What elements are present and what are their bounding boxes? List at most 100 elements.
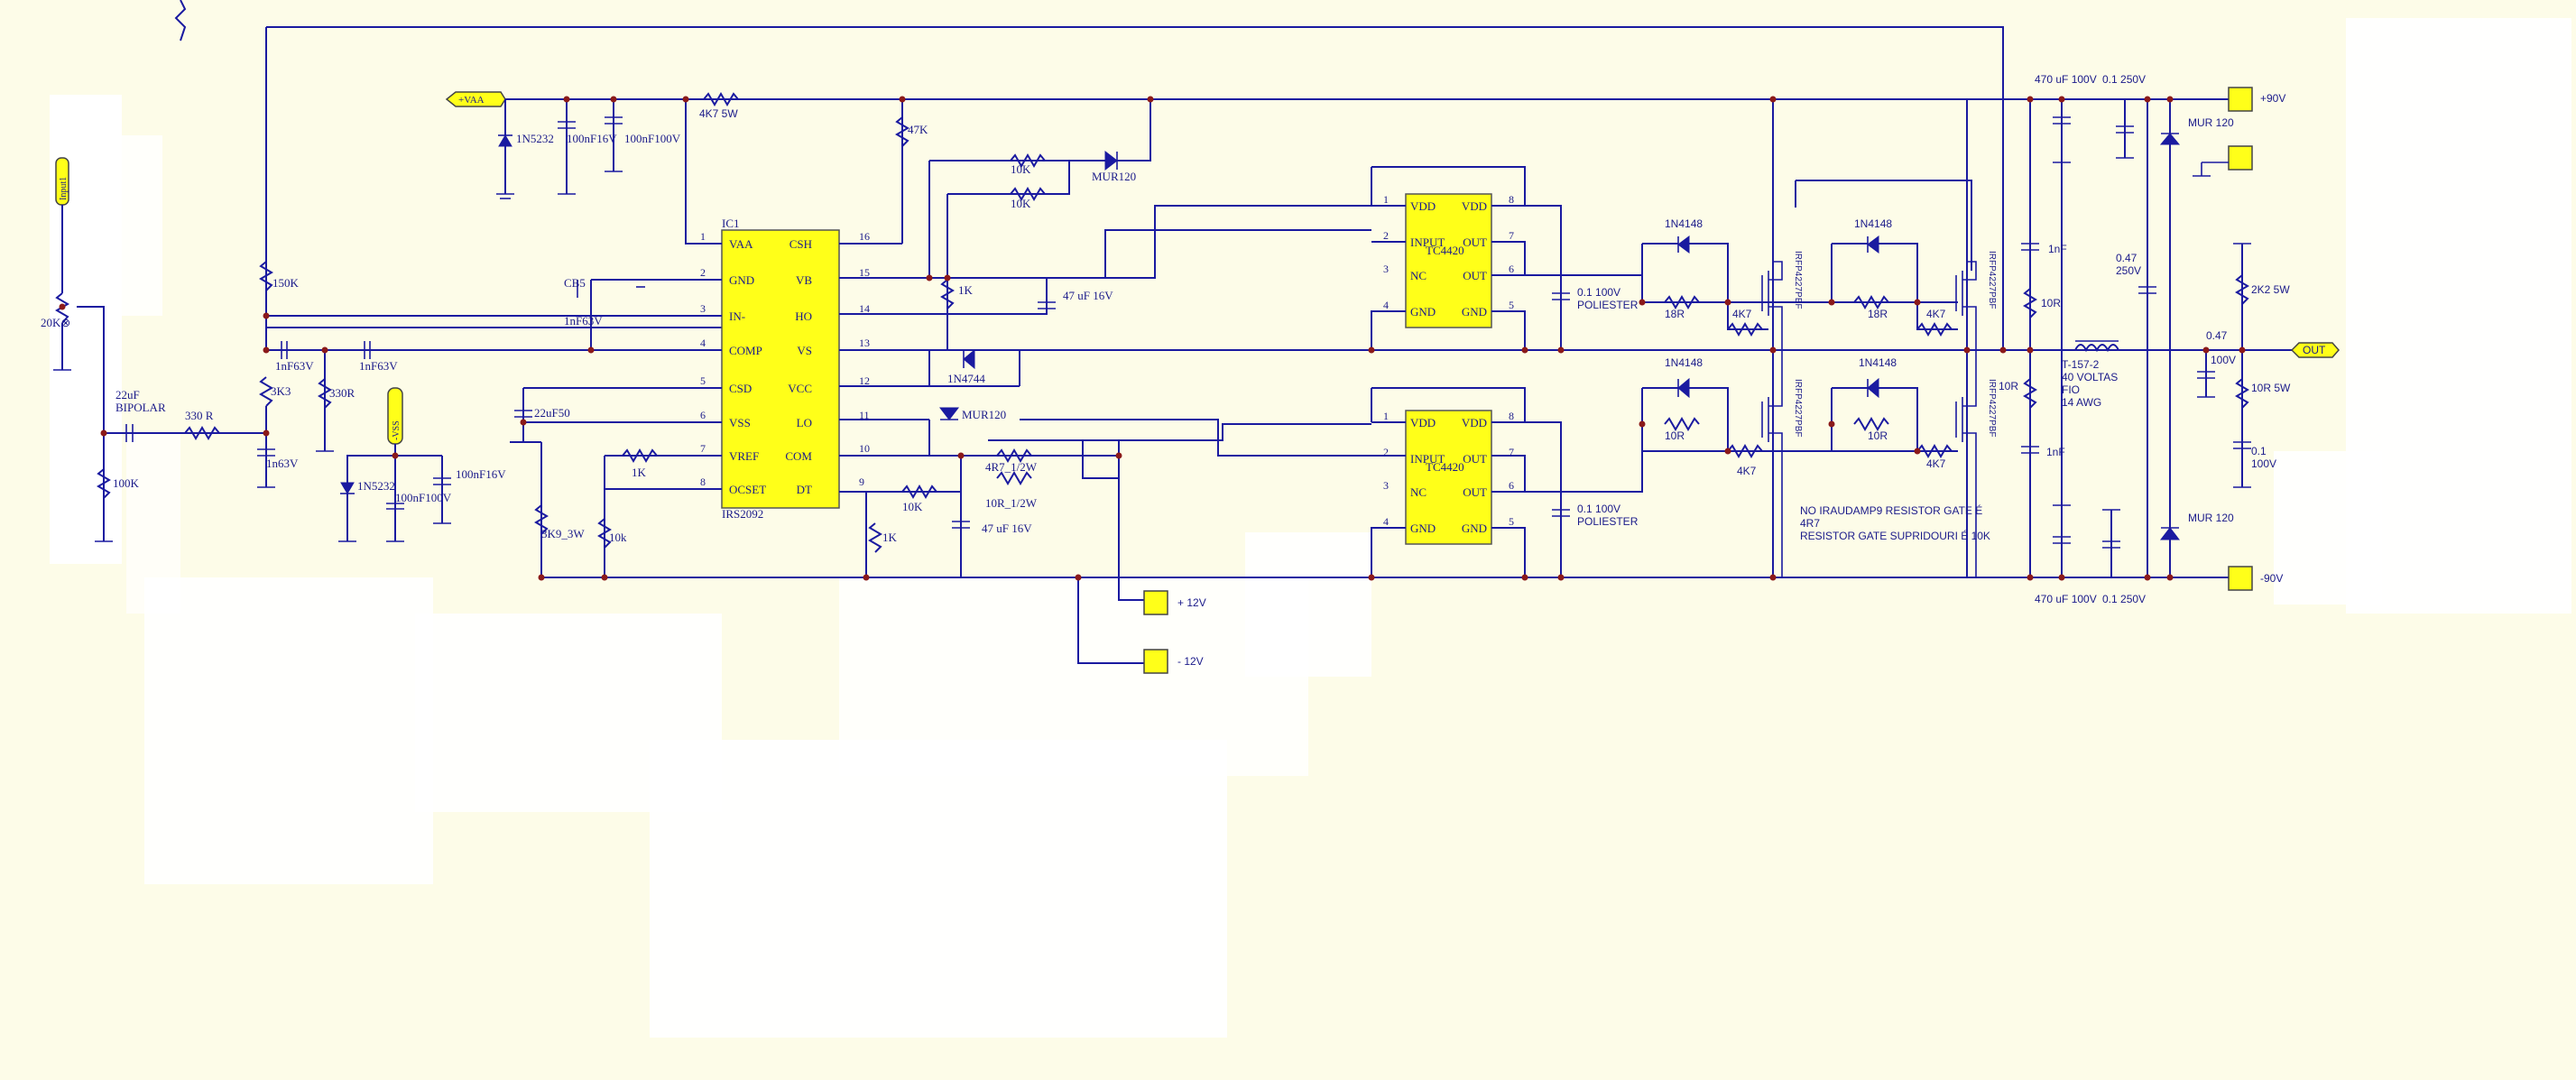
ic1-pin-name: COM: [785, 449, 812, 463]
junction-dot: [2027, 574, 2034, 581]
svg-text:100nF16V: 100nF16V: [456, 467, 506, 481]
svg-text:MUR120: MUR120: [962, 408, 1006, 421]
junction-dot: [2166, 96, 2174, 103]
junction-dot: [263, 346, 270, 354]
svg-text:10K: 10K: [1011, 197, 1031, 210]
svg-text:250V: 250V: [2116, 264, 2141, 277]
svg-text:4K7: 4K7: [1732, 308, 1752, 320]
svg-text:OUT: OUT: [2303, 344, 2326, 356]
driver-pin-right: OUT: [1463, 452, 1487, 466]
svg-text:TC4420: TC4420: [1426, 244, 1464, 257]
ic1-pin-num: 14: [859, 302, 870, 315]
svg-text:1N5232: 1N5232: [357, 479, 395, 493]
driver-pin-left: GND: [1410, 522, 1436, 535]
driver-pin-right: GND: [1462, 305, 1487, 318]
driver-pin-num: 5: [1509, 299, 1514, 311]
ic1-pin-name: LO: [797, 416, 812, 429]
ic1-left-wiring: [266, 99, 722, 490]
svg-text:MUR120: MUR120: [1092, 170, 1136, 183]
svg-text:-90V: -90V: [2260, 572, 2283, 585]
gate-networks: 1N4148 18R 4K7 1N4148 10R 4K7 1N4148 18R…: [1525, 217, 1958, 493]
driver-pin-left: NC: [1410, 485, 1426, 499]
ic1-pin-num: 9: [859, 475, 864, 488]
junction-dot: [1963, 346, 1971, 354]
junction-dot: [1639, 299, 1646, 306]
ic1-pin-num: 15: [859, 266, 870, 279]
driver-pin-num: 2: [1383, 229, 1389, 242]
driver-pin-left: GND: [1410, 305, 1436, 318]
ic1-pin-name: VREF: [729, 449, 759, 463]
svg-text:1K: 1K: [882, 531, 898, 544]
driver-pin-right: GND: [1462, 522, 1487, 535]
svg-text:MUR 120: MUR 120: [2188, 116, 2234, 129]
svg-text:10R 5W: 10R 5W: [2251, 382, 2291, 394]
svg-text:20K⊗: 20K⊗: [41, 316, 70, 329]
svg-text:Input1: Input1: [59, 177, 69, 200]
driver-pin-left: VDD: [1410, 199, 1436, 213]
svg-text:1nF63V: 1nF63V: [275, 359, 314, 373]
driver-pin-right: OUT: [1463, 485, 1487, 499]
svg-text:IC1: IC1: [722, 217, 740, 230]
driver-pin-num: 6: [1509, 479, 1514, 492]
junction-dot: [1828, 420, 1835, 428]
junction-dot: [100, 429, 107, 437]
junction-dot: [2058, 96, 2065, 103]
svg-text:100K: 100K: [113, 476, 140, 490]
svg-text:POLIESTER: POLIESTER: [1577, 299, 1639, 311]
ic1-pin-name: HO: [795, 309, 812, 323]
svg-text:1nF: 1nF: [2048, 243, 2067, 255]
svg-text:+ 12V: + 12V: [1177, 596, 1206, 609]
driver-pin-num: 3: [1383, 263, 1389, 275]
junction-dot: [1115, 452, 1122, 459]
junction-dot: [1075, 574, 1082, 581]
ic1-pin-num: 13: [859, 337, 870, 349]
svg-text:1N5232: 1N5232: [516, 132, 554, 145]
svg-text:4K7: 4K7: [1737, 465, 1757, 477]
svg-text:150K: 150K: [272, 276, 300, 290]
svg-text:22uF: 22uF: [115, 388, 140, 402]
driver-pin-left: INPUT: [1410, 452, 1445, 466]
svg-text:-VSS: -VSS: [392, 420, 402, 440]
svg-text:IRFP4227PBF: IRFP4227PBF: [1987, 251, 1997, 309]
ic1-right-components: 47K 10K 10K MUR120 1K 47 uF 16V 1N4744 M…: [868, 99, 1206, 674]
driver-pin-right: VDD: [1462, 416, 1487, 429]
svg-text:10K: 10K: [902, 500, 923, 513]
svg-text:POLIESTER: POLIESTER: [1577, 515, 1639, 528]
junction-dot: [1147, 96, 1154, 103]
junction-dot: [2027, 96, 2034, 103]
svg-text:3K3: 3K3: [271, 384, 291, 398]
ic1-right-wiring: [839, 99, 1371, 664]
svg-text:100nF100V: 100nF100V: [395, 491, 452, 504]
junction-dot: [1999, 346, 2007, 354]
driver-pin-num: 1: [1383, 410, 1389, 422]
svg-text:4K7 5W: 4K7 5W: [699, 107, 738, 120]
ic1-pin-name: DT: [797, 483, 812, 496]
svg-text:10k: 10k: [609, 531, 627, 544]
svg-text:18R: 18R: [1868, 308, 1888, 320]
svg-text:+VAA: +VAA: [458, 95, 485, 106]
driver-pin-left: INPUT: [1410, 235, 1445, 249]
junction-dot: [1521, 346, 1528, 354]
driver-wiring: 0.1 100V POLIESTER 0.1 100V POLIESTER: [1371, 166, 1639, 577]
junction-dot: [863, 574, 870, 581]
junction-dot: [682, 96, 689, 103]
svg-text:TC4420: TC4420: [1426, 460, 1464, 474]
mosfets: IRFP4227PBF IRFP4227PBF IRFP4227PBF IRFP…: [1761, 99, 1997, 577]
driver-pin-num: 4: [1383, 515, 1389, 528]
svg-text:10R_1/2W: 10R_1/2W: [985, 496, 1038, 510]
junction-dot: [1828, 299, 1835, 306]
frame-wires: [174, 0, 2328, 578]
junction-dot: [899, 96, 906, 103]
ic1-pin-num: 3: [700, 302, 706, 315]
svg-text:330 R: 330 R: [185, 409, 214, 422]
junction-dot: [2166, 574, 2174, 581]
ic1-pin-name: COMP: [729, 344, 762, 357]
ic1-pin-name: IN-: [729, 309, 745, 323]
svg-text:100nF16V: 100nF16V: [567, 132, 617, 145]
svg-text:47K: 47K: [908, 123, 928, 136]
driver-pin-right: VDD: [1462, 199, 1487, 213]
ic1-pin-num: 7: [700, 442, 706, 455]
svg-text:MUR 120: MUR 120: [2188, 512, 2234, 524]
svg-text:0.1: 0.1: [2251, 445, 2267, 457]
